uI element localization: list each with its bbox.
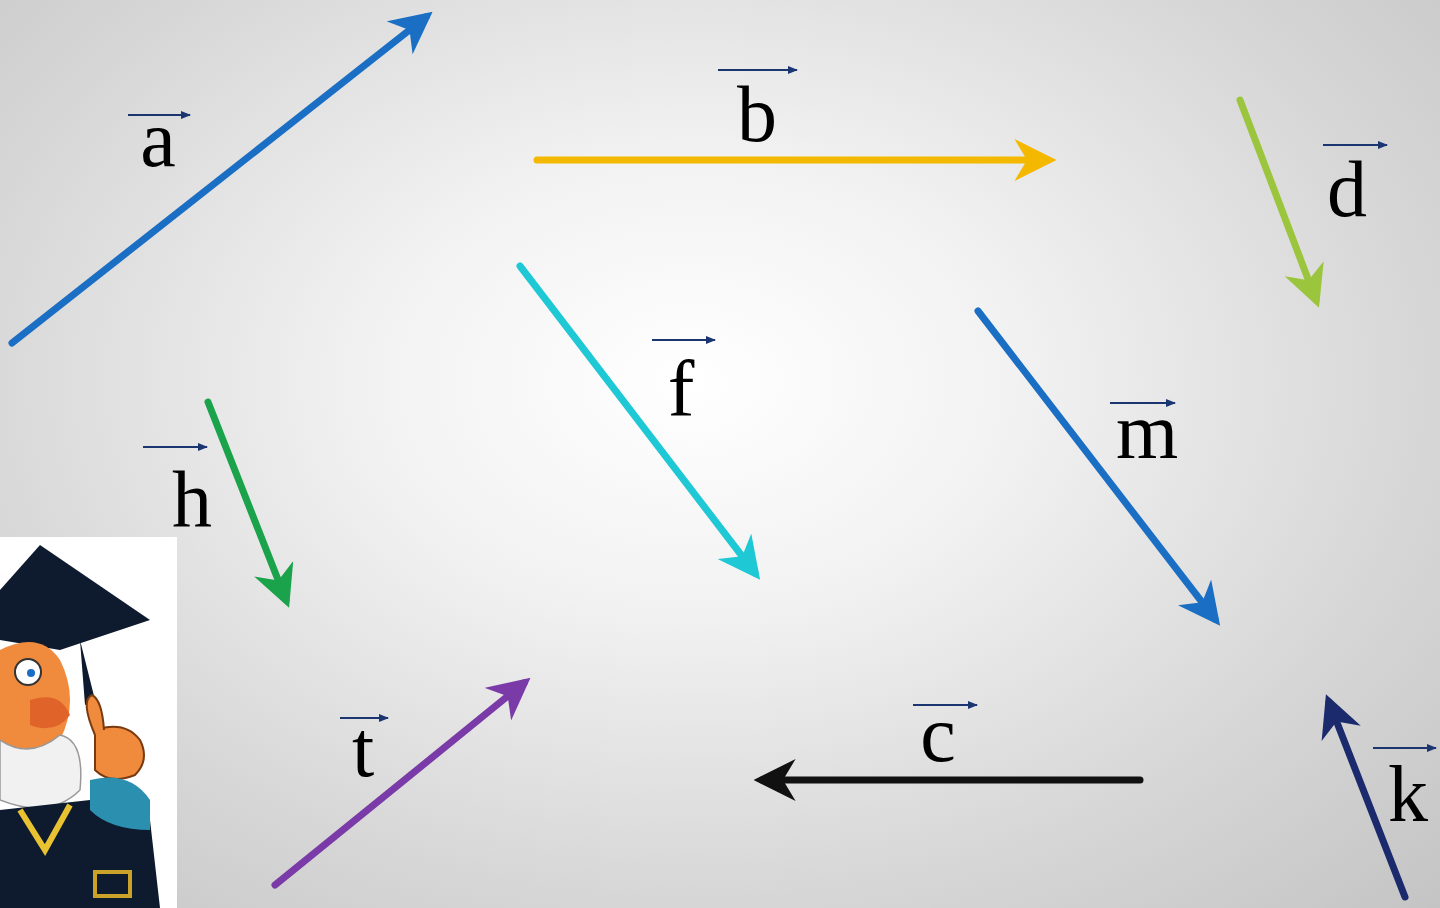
- vector-label: m: [1116, 391, 1178, 471]
- vector-arrow: [762, 777, 1140, 784]
- vector-arrow: [978, 311, 1215, 619]
- notation-arrow: [718, 69, 797, 71]
- vector-label: d: [1327, 149, 1367, 229]
- vector-label: a: [140, 99, 176, 179]
- vector-arrow: [12, 17, 426, 343]
- professor-cartoon: [0, 537, 177, 908]
- vector-arrow: [520, 266, 755, 573]
- vector-label: k: [1388, 754, 1428, 834]
- vector-label: f: [668, 349, 695, 429]
- vector-label: c: [920, 694, 956, 774]
- vector-label: t: [352, 709, 374, 789]
- vector-arrow: [275, 683, 524, 885]
- vector-label: b: [737, 74, 777, 154]
- notation-arrow: [1373, 747, 1436, 749]
- vector-arrow: [1240, 100, 1316, 300]
- notation-arrow: [143, 446, 207, 448]
- notation-arrow: [1323, 144, 1387, 146]
- vector-arrow: [208, 402, 286, 600]
- vector-arrow: [537, 157, 1048, 164]
- vector-label: h: [172, 459, 212, 539]
- notation-arrow: [652, 339, 715, 341]
